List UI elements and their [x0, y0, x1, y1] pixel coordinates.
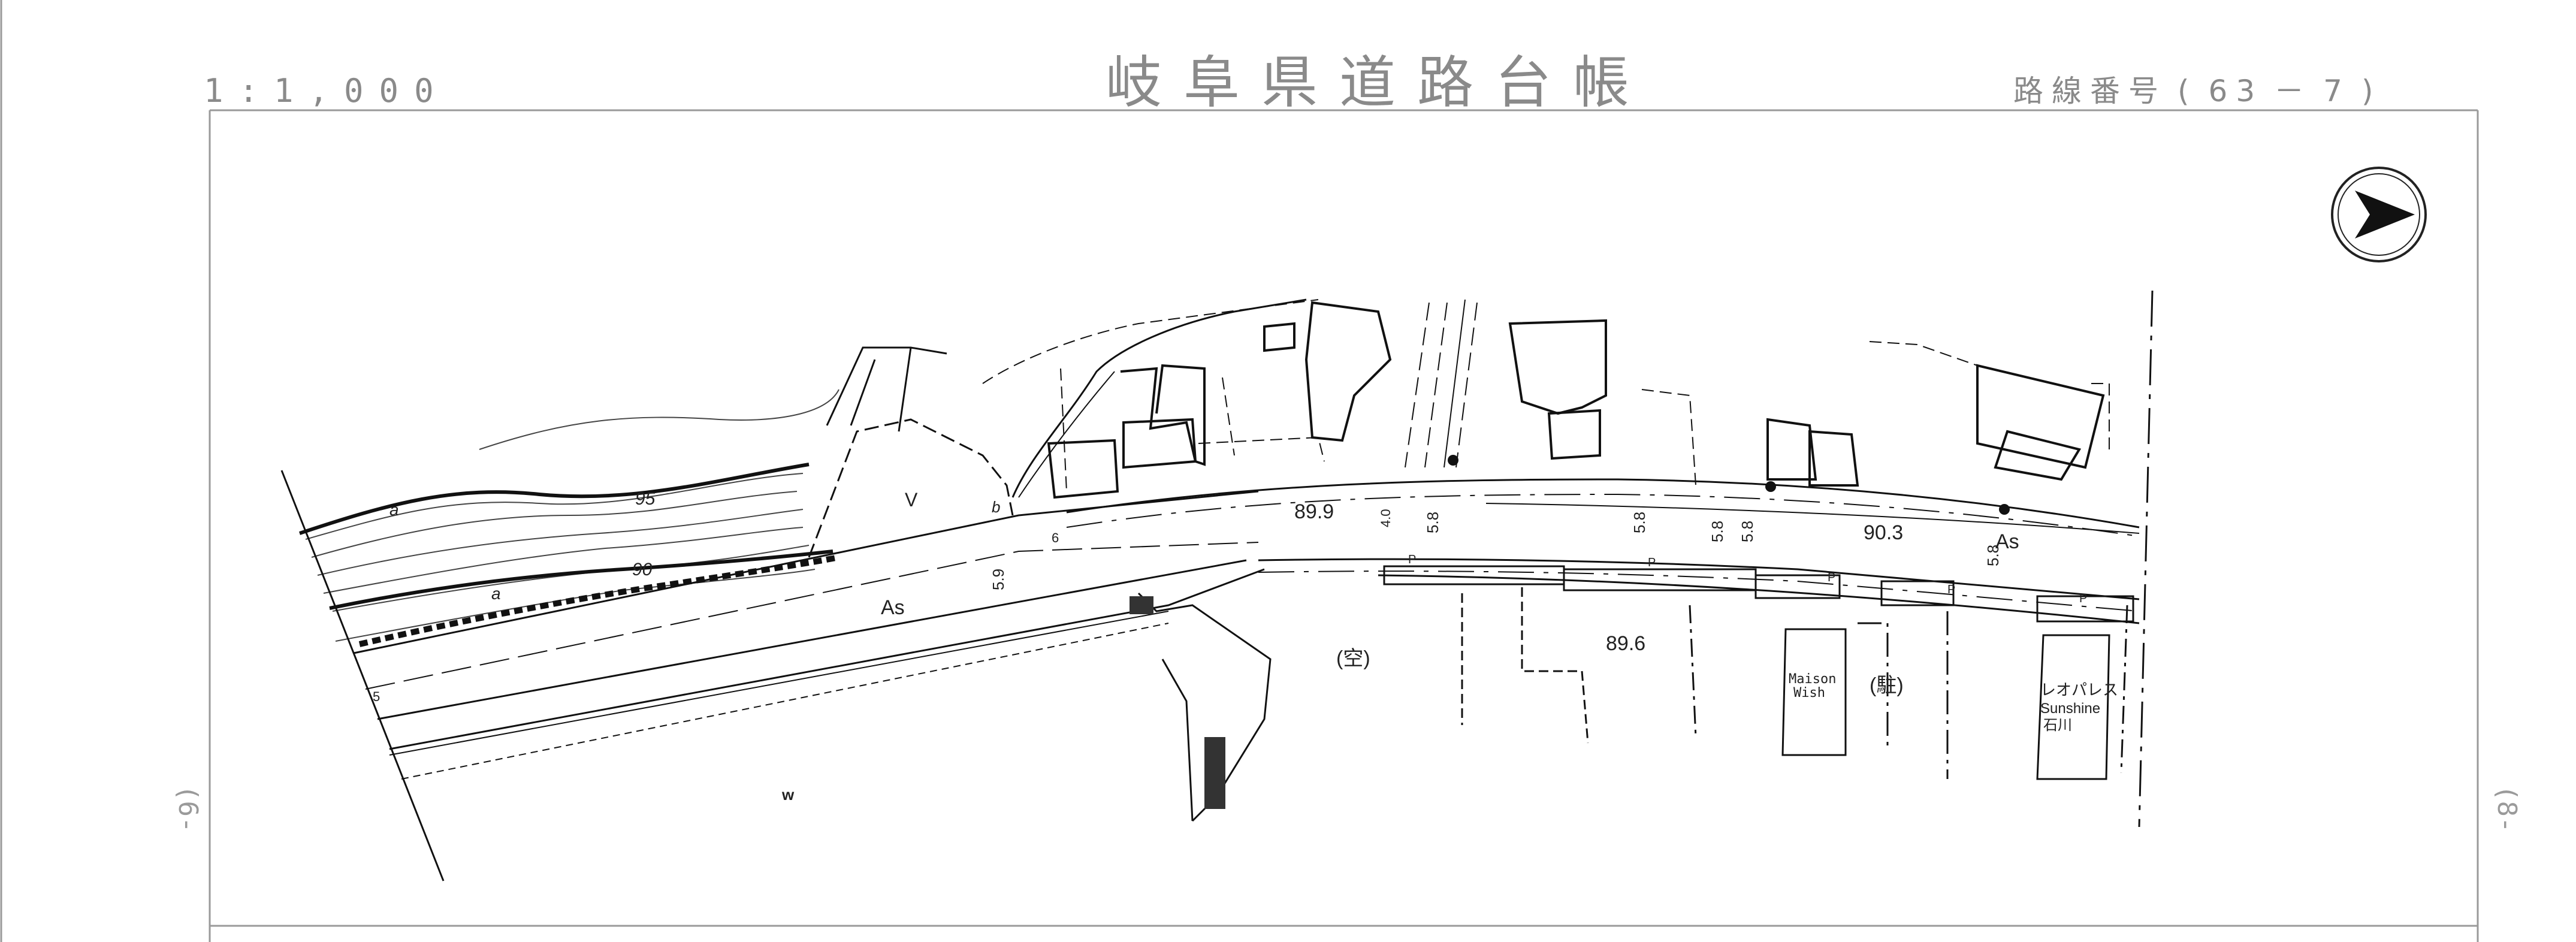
leopalace-label-2: Sunshine: [2040, 701, 2100, 717]
contour-lines: [305, 389, 839, 642]
elevation-89-9: 89.9: [1294, 500, 1334, 523]
marker-6: 6: [1052, 530, 1059, 545]
parking-p-1: P: [1408, 553, 1416, 566]
maison-label-2: Wish: [1793, 686, 1825, 701]
contour-95: [299, 463, 810, 535]
parking-p-2: P: [1648, 556, 1656, 569]
parking-p-5: P: [2079, 592, 2087, 605]
pavement-label-upper: As: [1995, 530, 2019, 553]
contour-90: [329, 550, 833, 610]
vacant-lot-label: (空): [1336, 647, 1370, 670]
marker-a-lower: a: [491, 584, 501, 603]
contour-90-label: 90: [632, 560, 653, 579]
left-sheet-link: (6-: [173, 785, 203, 833]
embankment-south: [1130, 592, 1272, 822]
route-minor: 7: [2323, 74, 2351, 108]
marker-b: b: [992, 498, 1000, 516]
marker-w: w: [781, 786, 795, 804]
route-open-paren: (: [2178, 74, 2198, 108]
marker-v: V: [905, 489, 918, 511]
width-5-9: 5.9: [989, 569, 1007, 590]
width-5-8-b: 5.8: [1630, 512, 1648, 533]
kuk-river-north: [1011, 298, 1307, 498]
width-4-0: 4.0: [1378, 509, 1393, 527]
pavement-label-lower: As: [881, 596, 905, 619]
right-sheet-link: (8-: [2492, 785, 2522, 833]
main-road-east: [1066, 478, 2140, 624]
north-arrow-icon: [2331, 167, 2427, 262]
width-5-8-a: 5.8: [1424, 512, 1442, 533]
main-road-west: [353, 490, 1265, 780]
survey-points: [1448, 455, 2010, 515]
route-number: 路線番号 (63 － 7): [2013, 67, 2392, 110]
width-5-8-d: 5.8: [1738, 521, 1756, 542]
scale-label: 1:1,000: [204, 72, 449, 110]
width-5-8-c: 5.8: [1708, 521, 1726, 542]
elevation-89-6: 89.6: [1606, 632, 1645, 655]
maison-label-1: Maison: [1789, 672, 1836, 687]
parking-lot-label: (駐): [1870, 674, 1904, 697]
elevation-90-3: 90.3: [1864, 521, 1903, 544]
parcel-lines-north: [982, 299, 2110, 492]
leopalace-label-1: レオパレス: [2040, 681, 2118, 699]
marker-a-upper: a: [389, 500, 399, 519]
ramp-area: [808, 346, 1014, 558]
leopalace-label-3: 石川: [2043, 717, 2072, 733]
route-label: 路線番号: [2013, 74, 2167, 108]
route-dash: －: [2274, 74, 2313, 108]
parking-p-3: P: [1828, 571, 1835, 584]
map-frame: [0, 0, 2479, 942]
east-boundary: [2138, 290, 2154, 828]
contour-95-label: 95: [635, 489, 656, 509]
retaining-wall: [358, 554, 839, 647]
sheet-title: 岐阜県道路台帳: [1105, 50, 1651, 116]
west-boundary: [280, 470, 445, 881]
parking-p-4: P: [1947, 583, 1955, 596]
side-street-north: [1405, 299, 1478, 468]
buildings-north: [1047, 301, 2105, 499]
marker-5: 5: [373, 689, 380, 704]
route-close-paren: ): [2361, 74, 2382, 108]
width-5-8-e: 5.8: [1984, 545, 2002, 566]
buildings-south: [1383, 565, 2134, 780]
footpath-north: [1018, 371, 1115, 498]
route-major: 63: [2208, 74, 2264, 108]
